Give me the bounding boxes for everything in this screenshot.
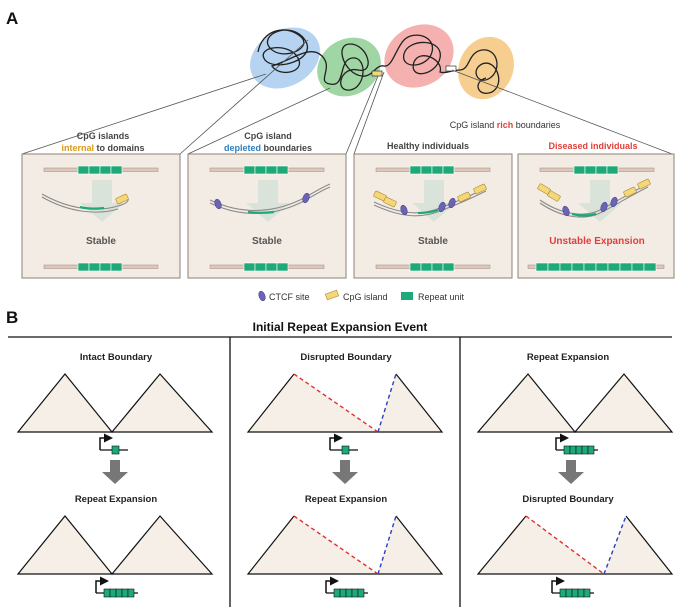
col2-bottom-domains xyxy=(246,515,444,575)
disrupted-boundary-red xyxy=(293,515,379,575)
boundary-marker xyxy=(371,70,383,77)
down-arrow-large xyxy=(412,180,456,222)
col3-bottom-domains xyxy=(476,515,674,575)
tad-triangle xyxy=(476,373,577,433)
promoter-arrow-icon xyxy=(95,576,109,593)
box2-title-line1: CpG island xyxy=(244,131,292,141)
box3-result: Stable xyxy=(418,236,448,247)
down-arrow-large xyxy=(246,180,290,222)
connector-lines xyxy=(21,39,673,155)
boundary-marker xyxy=(445,65,457,72)
tad-triangle xyxy=(378,516,442,574)
disrupted-boundary-blue xyxy=(377,373,397,433)
scenario-boxes xyxy=(21,153,675,279)
legend-cpg: CpG island xyxy=(343,292,388,302)
cpg-islands xyxy=(115,178,651,208)
tad-triangle xyxy=(16,373,114,433)
legend-ctcf: CTCF site xyxy=(269,292,310,302)
col1-top-domains xyxy=(16,373,214,433)
box2-title-line2: depleted boundaries xyxy=(224,143,312,153)
col2-top-label: Disrupted Boundary xyxy=(300,352,392,363)
tad-triangle xyxy=(478,516,604,574)
col3-top-gene xyxy=(555,433,598,455)
box2-result: Stable xyxy=(252,236,282,247)
repeat-expansion xyxy=(563,445,595,455)
promoter-arrow-icon xyxy=(99,433,113,450)
box1-title-line1: CpG islands xyxy=(77,131,130,141)
box1-result: Stable xyxy=(86,236,116,247)
repeat-expansion xyxy=(559,588,591,598)
down-arrow-large xyxy=(578,180,622,222)
domain-blue xyxy=(250,27,320,89)
curve-repeat-segments xyxy=(79,205,597,217)
col1-bottom-domains xyxy=(16,515,214,575)
col3-bottom-gene xyxy=(551,576,594,598)
col3-bottom-label: Disrupted Boundary xyxy=(522,494,614,505)
col3-top-domains xyxy=(476,373,674,433)
col1-bottom-gene xyxy=(95,576,138,598)
down-arrow-icon xyxy=(102,460,128,484)
tad-triangle xyxy=(248,374,378,432)
chromatin-fiber xyxy=(257,29,500,94)
box4-result: Unstable Expansion xyxy=(549,236,645,247)
col3-top-label: Repeat Expansion xyxy=(527,352,610,363)
disrupted-boundary-red xyxy=(293,373,379,433)
tad-triangle xyxy=(110,515,214,575)
tad-triangle xyxy=(110,373,214,433)
panel-b-title: Initial Repeat Expansion Event xyxy=(253,320,428,334)
box3-title: Healthy individuals xyxy=(387,141,469,151)
promoter-arrow-icon xyxy=(325,576,339,593)
col1-bottom-label: Repeat Expansion xyxy=(75,494,158,505)
chromatin-curves xyxy=(41,183,649,218)
col1-top-label: Intact Boundary xyxy=(80,352,153,363)
domain-orange xyxy=(458,36,514,100)
tad-triangle xyxy=(573,373,674,433)
col2-bottom-label: Repeat Expansion xyxy=(305,494,388,505)
repeat-units-top xyxy=(77,165,619,175)
down-arrow-icon xyxy=(558,460,584,484)
legend: CTCF site CpG island Repeat unit xyxy=(258,289,465,302)
col2-top-gene xyxy=(329,433,358,455)
repeat-expansion xyxy=(333,588,365,598)
disrupted-boundary-red xyxy=(525,515,605,575)
tad-triangle xyxy=(248,516,378,574)
repeat-unit xyxy=(111,445,120,455)
tad-triangle xyxy=(16,515,114,575)
tad-triangle xyxy=(604,516,672,574)
top-dna-lines xyxy=(43,165,655,175)
legend-repeat: Repeat unit xyxy=(418,292,465,302)
repeat-units-bottom xyxy=(77,262,657,272)
disrupted-boundary-blue xyxy=(377,515,397,575)
box4-title: Diseased individuals xyxy=(548,141,637,151)
ctcf-legend-icon xyxy=(258,290,266,302)
panel-b-letter: B xyxy=(6,308,18,327)
col2-bottom-gene xyxy=(325,576,368,598)
rich-boundaries-label: CpG island rich boundaries xyxy=(450,120,561,130)
bottom-dna-lines xyxy=(43,262,665,272)
repeat-unit xyxy=(341,445,350,455)
promoter-arrow-icon xyxy=(329,433,343,450)
down-arrow-icon xyxy=(332,460,358,484)
promoter-arrow-icon xyxy=(555,433,569,450)
tad-triangle xyxy=(378,374,442,432)
box1-title-line2: internal to domains xyxy=(61,143,144,153)
promoter-arrow-icon xyxy=(551,576,565,593)
repeat-legend-icon xyxy=(401,292,413,300)
chromatin-domains xyxy=(250,24,514,100)
col1-top-gene xyxy=(99,433,128,455)
disrupted-boundary-blue xyxy=(603,515,627,575)
ctcf-sites xyxy=(214,192,618,217)
col2-top-domains xyxy=(246,373,444,433)
cpg-legend-icon xyxy=(324,289,340,301)
panel-a-letter: A xyxy=(6,9,18,28)
repeat-expansion xyxy=(103,588,135,598)
